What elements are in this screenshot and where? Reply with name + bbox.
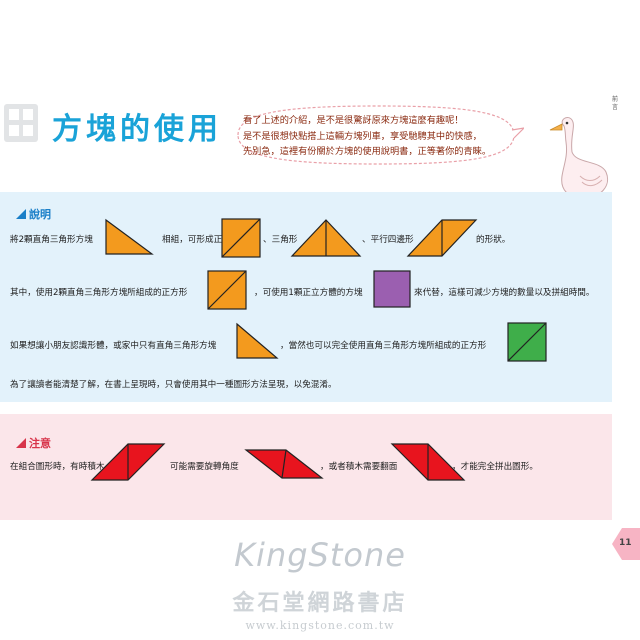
note-text2: 可能需要旋轉角度 [170,462,239,472]
bubble-line: 是不是很想快點搭上這輛方塊列車，享受馳騁其中的快感， [243,130,482,142]
green-square-from-triangles [507,322,547,362]
orange-square-from-triangles [221,218,261,258]
speech-bubble [237,105,524,165]
red-rotated-parallelogram-block [244,449,324,479]
red-parallelogram-block [90,443,166,481]
watermark-url: www.kingstone.com.tw [245,619,395,632]
red-flipped-parallelogram-block [390,443,466,481]
row3-text2: ，當然也可以完全使用直角三角形方塊所組成的正方形 [280,341,487,351]
row1-text5: 的形狀。 [476,235,511,245]
orange-right-triangle-block [105,218,154,255]
bubble-text: 看了上述的介紹，是不是很驚訝原來方塊這麼有趣呢！ 是不是很想快點搭上這輛方塊列車… [243,113,523,160]
orange-parallelogram-shape [406,219,478,257]
row3-text1: 如果想讓小朋友認識形體，或家中只有直角三角形方塊 [10,341,217,351]
note-heading-label: 注意 [29,437,51,450]
row2-text1: 其中，使用2顆直角三角形方塊所組成的正方形 [10,288,188,298]
watermark-brand: KingStone [234,536,406,574]
note-text1: 在組合圖形時，有時積木 [10,462,105,472]
page-number: 11 [619,538,632,548]
row1-text3: 、三角形 [263,235,298,245]
bubble-line: 先別急，這裡有份關於方塊的使用說明書，正等著你的青睞。 [243,146,492,157]
page-title: 方塊的使用 [52,112,222,147]
triangle-marker-icon [16,438,26,448]
explanation-heading: 說明 [16,206,51,222]
row2-text3: 來代替，這樣可減少方塊的數量以及拼組時間。 [414,288,595,298]
note-heading: 注意 [16,435,51,451]
side-label: 前 言 [612,96,619,111]
window-grid-icon [4,104,38,142]
row2-text2: ，可使用1顆正立方體的方塊 [254,288,363,298]
row1-text4: 、平行四邊形 [362,235,414,245]
note-text3: ，或者積木需要翻面 [320,462,398,472]
row1-text2: 相組，可形成正方形 [162,235,240,245]
explanation-section [0,192,612,402]
row4-text: 為了讓讀者能清楚了解，在書上呈現時，只會使用其中一種圖形方法呈現，以免混淆。 [10,380,337,390]
explanation-heading-label: 說明 [29,208,51,221]
watermark-store: 金石堂網路書店 [232,590,408,616]
bubble-line: 看了上述的介紹，是不是很驚訝原來方塊這麼有趣呢！ [243,115,464,126]
triangle-marker-icon [16,209,26,219]
note-text4: ，才能完全拼出圖形。 [452,462,538,472]
purple-cube-block [373,270,411,308]
row1-text1: 將2顆直角三角形方塊 [10,235,93,245]
orange-right-triangle-block [236,322,279,359]
page-number-badge [612,528,640,560]
orange-square-from-triangles [207,270,247,310]
orange-triangle-shape [290,219,362,257]
